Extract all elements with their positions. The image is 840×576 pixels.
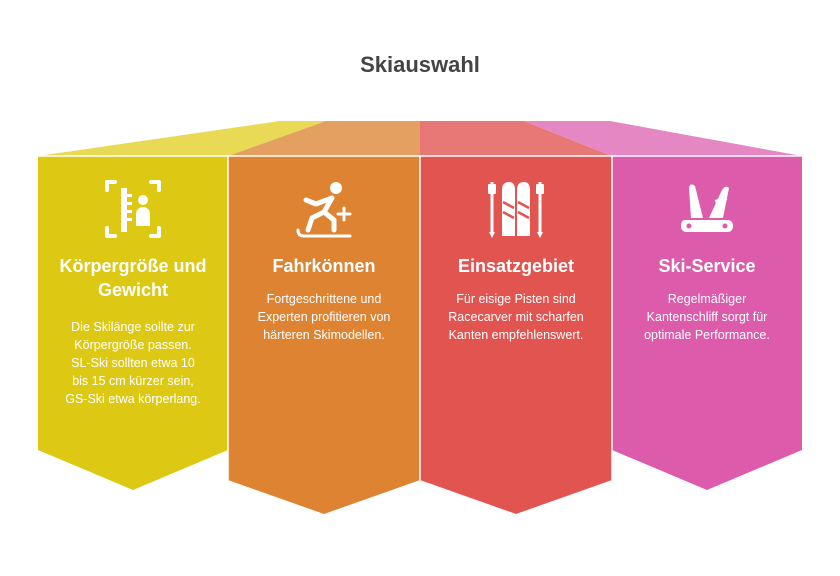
skier-icon xyxy=(294,178,354,240)
cap-einsatzgebiet xyxy=(420,121,612,156)
cap-korpergrosse xyxy=(38,121,326,156)
ruler-height-icon xyxy=(103,178,163,240)
diagram-title: Skiauswahl xyxy=(360,52,480,77)
ski-service-tool-icon xyxy=(677,178,737,240)
heading-ski-service: Ski-Service xyxy=(658,256,756,276)
text-fahrkonnen: Fortgeschrittene und Experten profitiere… xyxy=(257,292,391,342)
banner-einsatzgebiet xyxy=(420,156,612,514)
banner-ski-service xyxy=(612,156,802,490)
cap-fahrkonnen xyxy=(228,121,420,156)
banner-fahrkonnen xyxy=(228,156,420,514)
text-einsatzgebiet: Für eisige Pisten sind Racecarver mit sc… xyxy=(448,292,584,342)
cap-ski-service xyxy=(524,121,802,156)
heading-einsatzgebiet: Einsatzgebiet xyxy=(457,256,575,276)
banner-korpergrosse xyxy=(38,156,228,490)
text-ski-service: Regelmäßiger Kantenschliff sorgt für opt… xyxy=(644,292,770,342)
heading-korpergrosse: Körpergröße und Gewicht xyxy=(59,256,207,300)
text-korpergrosse: Die Skilänge sollte zur Körpergröße pass… xyxy=(65,320,201,406)
skis-poles-icon xyxy=(486,178,546,240)
heading-fahrkonnen: Fahrkönnen xyxy=(272,256,376,276)
